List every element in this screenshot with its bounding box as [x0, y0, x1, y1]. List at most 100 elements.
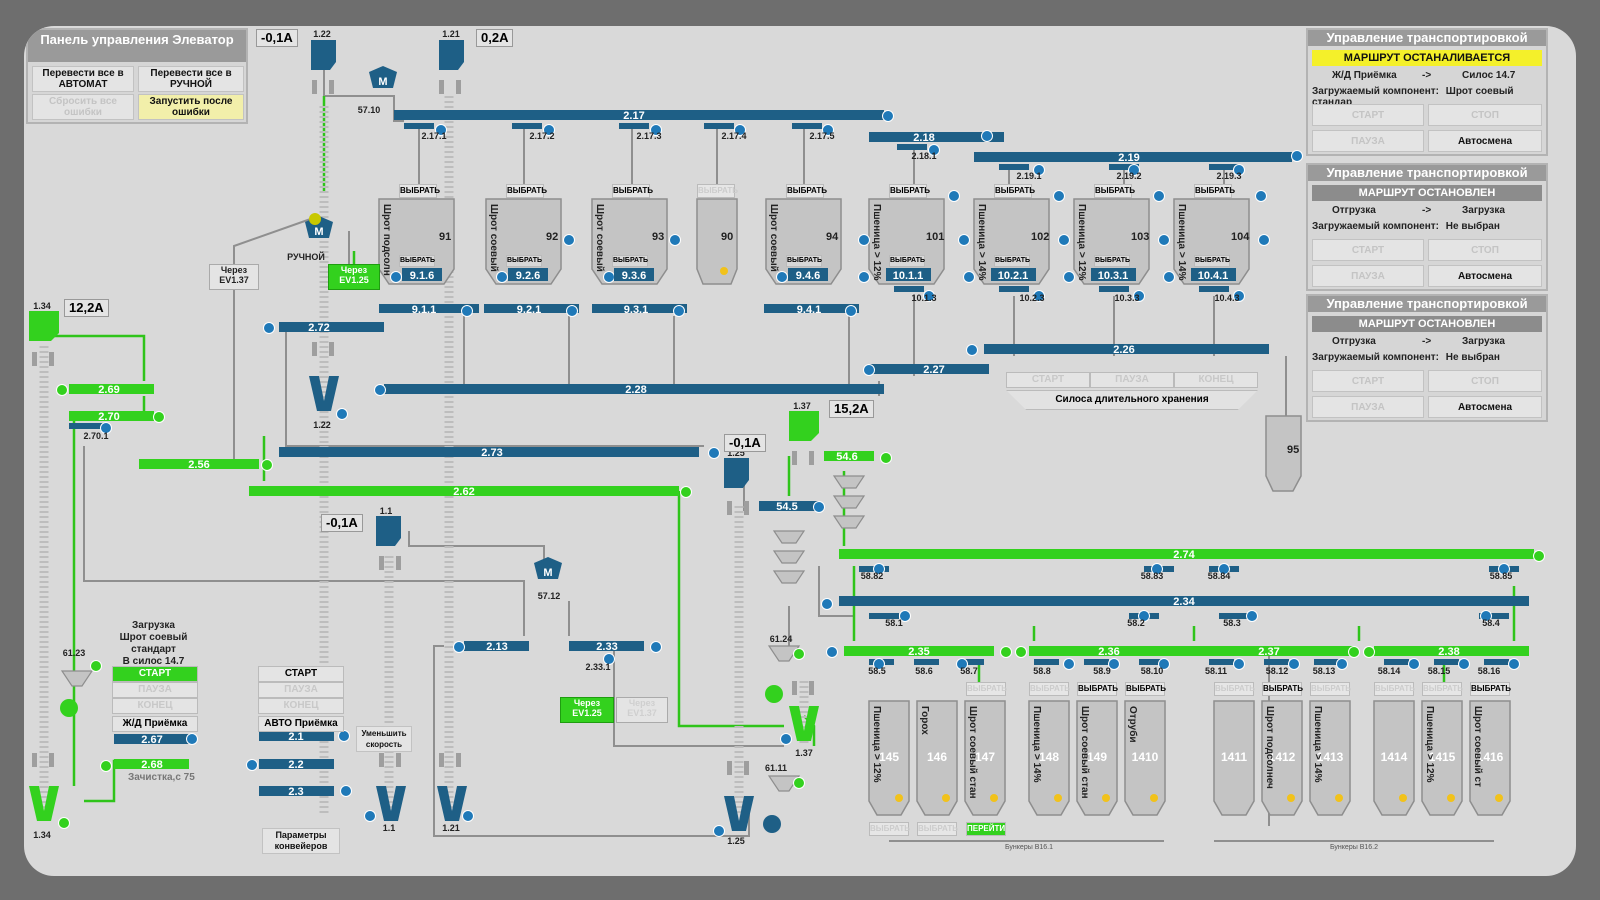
- conveyor-2-38: 2.38: [1438, 646, 1459, 658]
- all-auto-button[interactable]: Перевести все в АВТОМАТ: [32, 66, 134, 92]
- conveyor-labels: 2.17 2.18 2.19 2.72 2.28 2.27 2.26 2.69 …: [98, 110, 1459, 798]
- reduce-speed-button[interactable]: Уменьшить скорость: [356, 726, 412, 752]
- route-autoswitch-button[interactable]: Автосмена: [1428, 130, 1542, 152]
- silo-select-button[interactable]: ВЫБРАТЬ: [612, 184, 653, 198]
- bunker-select-button[interactable]: ВЫБРАТЬ: [869, 822, 910, 836]
- silo-select-button[interactable]: ВЫБРАТЬ: [506, 184, 547, 198]
- status-c-indicator: [1508, 658, 1520, 670]
- silo-select-button[interactable]: ВЫБРАТЬ: [889, 255, 925, 267]
- bunker-select-button[interactable]: ВЫБРАТЬ: [1310, 682, 1351, 696]
- long-storage-panel: СТАРТ ПАУЗА КОНЕЦ Силоса длительного хра…: [1006, 372, 1258, 412]
- silo-select-button[interactable]: ВЫБРАТЬ: [697, 184, 738, 198]
- bunker-select-button[interactable]: ВЫБРАТЬ: [1125, 682, 1166, 696]
- silo-select-button[interactable]: ВЫБРАТЬ: [1094, 184, 1135, 198]
- route-start-button[interactable]: СТАРТ: [1312, 370, 1424, 392]
- bunker-select-button[interactable]: ВЫБРАТЬ: [966, 682, 1007, 696]
- current-1-21: 0,2A: [476, 29, 514, 47]
- conveyors-blue: [114, 110, 1529, 796]
- svg-text:2.17.4: 2.17.4: [721, 131, 746, 141]
- bunker-select-button[interactable]: ВЫБРАТЬ: [1470, 682, 1511, 696]
- silo-select-button[interactable]: ВЫБРАТЬ: [994, 255, 1030, 267]
- long-storage-end-button[interactable]: КОНЕЦ: [1174, 372, 1258, 388]
- bunker-names: Пшеница > 12% Горох Шрот соевый стан Пше…: [871, 706, 1483, 799]
- loading-start-button[interactable]: СТАРТ: [112, 666, 198, 682]
- status-c-indicator: [1258, 234, 1270, 246]
- bunker-select-button[interactable]: ВЫБРАТЬ: [1077, 682, 1118, 696]
- component-label: Загружаемый компонент:: [1312, 352, 1439, 363]
- reset-errors-button[interactable]: Сбросить все ошибки: [32, 94, 134, 120]
- svg-text:1415: 1415: [1429, 750, 1456, 764]
- route-pause-button[interactable]: ПАУЗА: [1312, 265, 1424, 287]
- feeder-10-3-1: 10.3.1: [1098, 270, 1129, 282]
- route-stop-button[interactable]: СТОП: [1428, 104, 1542, 126]
- all-manual-button[interactable]: Перевести все в РУЧНОЙ: [138, 66, 244, 92]
- route-pause-button[interactable]: ПАУЗА: [1312, 130, 1424, 152]
- via-ev125-button[interactable]: Через EV1.25: [328, 264, 380, 290]
- route-start-button[interactable]: СТАРТ: [1312, 239, 1424, 261]
- route-autoswitch-button[interactable]: Автосмена: [1428, 396, 1542, 418]
- silo-select-button[interactable]: ВЫБРАТЬ: [786, 255, 822, 267]
- silo-select-button[interactable]: ВЫБРАТЬ: [1094, 255, 1130, 267]
- svg-text:1.22: 1.22: [313, 29, 331, 39]
- silo-select-button[interactable]: ВЫБРАТЬ: [399, 184, 440, 198]
- svg-text:91: 91: [439, 231, 451, 243]
- svg-text:2.18.1: 2.18.1: [911, 151, 936, 161]
- component-label: Загружаемый компонент:: [1312, 221, 1439, 232]
- auto-pause-button[interactable]: ПАУЗА: [258, 682, 344, 698]
- goto-button[interactable]: ПЕРЕЙТИ: [966, 822, 1006, 836]
- route-stop-button[interactable]: СТОП: [1428, 370, 1542, 392]
- conveyor-9-1-1: 9.1.1: [412, 304, 436, 316]
- svg-text:Пшеница > 12%: Пшеница > 12%: [1424, 706, 1435, 783]
- silo-select-button[interactable]: ВЫБРАТЬ: [399, 255, 435, 267]
- conveyor-54-6: 54.6: [836, 451, 857, 463]
- status-c-indicator: [563, 234, 575, 246]
- bunker-select-button[interactable]: ВЫБРАТЬ: [1422, 682, 1463, 696]
- long-storage-start-button[interactable]: СТАРТ: [1006, 372, 1090, 388]
- status-indicators: [56, 110, 1545, 837]
- status-c-indicator: [461, 305, 473, 317]
- auto-start-button[interactable]: СТАРТ: [258, 666, 344, 682]
- conveyor-params-button[interactable]: Параметры конвейеров: [262, 828, 340, 854]
- svg-text:58.16: 58.16: [1478, 666, 1501, 676]
- loading-end-button[interactable]: КОНЕЦ: [112, 698, 198, 714]
- route-pause-button[interactable]: ПАУЗА: [1312, 396, 1424, 418]
- silo-select-button[interactable]: ВЫБРАТЬ: [1194, 255, 1230, 267]
- route-autoswitch-button[interactable]: Автосмена: [1428, 265, 1542, 287]
- svg-text:102: 102: [1031, 231, 1049, 243]
- restart-after-error-button[interactable]: Запустить после ошибки: [138, 94, 244, 120]
- svg-text:1.1: 1.1: [383, 823, 396, 833]
- conveyor-2-27: 2.27: [923, 364, 944, 376]
- svg-text:РУЧНОЙ: РУЧНОЙ: [287, 251, 325, 262]
- status-c-indicator: [822, 124, 834, 136]
- route-stop-button[interactable]: СТОП: [1428, 239, 1542, 261]
- auto-end-button[interactable]: КОНЕЦ: [258, 698, 344, 714]
- silo-select-button[interactable]: ВЫБРАТЬ: [612, 255, 648, 267]
- elevator-control-panel: Панель управления Элеватор Перевести все…: [26, 28, 248, 124]
- silo-select-button[interactable]: ВЫБРАТЬ: [506, 255, 542, 267]
- via-ev137-lower-button[interactable]: Через EV1.37: [616, 697, 668, 723]
- bunker-select-button[interactable]: ВЫБРАТЬ: [1029, 682, 1070, 696]
- silo-select-button[interactable]: ВЫБРАТЬ: [889, 184, 930, 198]
- svg-text:104: 104: [1231, 231, 1250, 243]
- long-storage-pause-button[interactable]: ПАУЗА: [1090, 372, 1174, 388]
- conveyor-2-18: 2.18: [913, 132, 934, 144]
- status-c-indicator: [1015, 646, 1027, 658]
- bunker-select-button[interactable]: ВЫБРАТЬ: [1214, 682, 1255, 696]
- silo-select-button[interactable]: ВЫБРАТЬ: [1194, 184, 1235, 198]
- via-ev137-button[interactable]: Через EV1.37: [209, 264, 259, 290]
- silo-select-button[interactable]: ВЫБРАТЬ: [786, 184, 827, 198]
- status-c-indicator: [966, 344, 978, 356]
- bunker-select-button[interactable]: ВЫБРАТЬ: [917, 822, 958, 836]
- via-ev125-lower-button[interactable]: Через EV1.25: [560, 697, 614, 723]
- status-c-indicator: [882, 110, 894, 122]
- svg-text:1.37: 1.37: [795, 748, 813, 758]
- svg-text:58.6: 58.6: [915, 666, 933, 676]
- svg-text:58.85: 58.85: [1490, 571, 1513, 581]
- status-c-indicator: [1033, 290, 1045, 302]
- svg-text:58.10: 58.10: [1141, 666, 1164, 676]
- silo-select-button[interactable]: ВЫБРАТЬ: [994, 184, 1035, 198]
- bunker-select-button[interactable]: ВЫБРАТЬ: [1262, 682, 1303, 696]
- loading-pause-button[interactable]: ПАУЗА: [112, 682, 198, 698]
- route-start-button[interactable]: СТАРТ: [1312, 104, 1424, 126]
- bunker-select-button[interactable]: ВЫБРАТЬ: [1374, 682, 1415, 696]
